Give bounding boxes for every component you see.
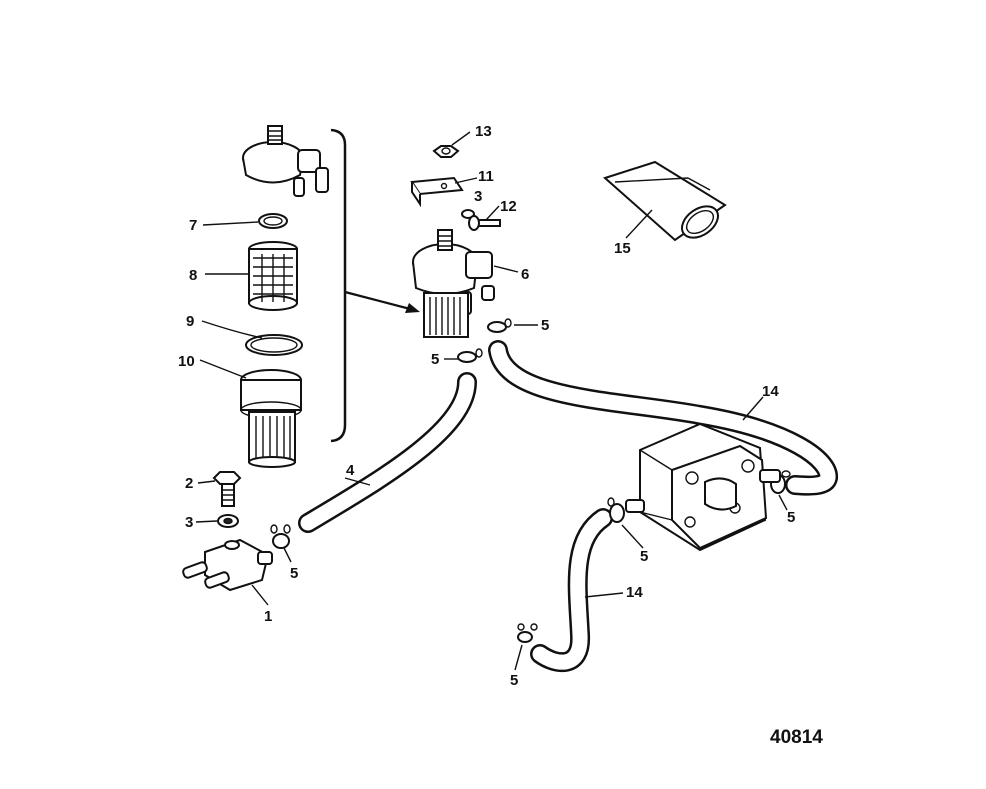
callout-2: 2 [185,475,193,492]
callout-12: 12 [500,198,517,215]
clamp-5-left [270,524,291,549]
clamp-5-center-left [457,348,483,363]
assembly-arrow [344,290,420,313]
callout-5-pump-left: 5 [640,548,648,565]
callout-4: 4 [346,462,355,479]
filter-bowl-10 [240,369,302,468]
callout-5-left: 5 [290,565,298,582]
fuel-pump [625,422,781,552]
sleeve-15 [603,160,727,242]
callout-3-top: 3 [474,188,482,205]
callout-9: 9 [186,313,194,330]
filter-head-exploded [242,125,329,197]
hose-14-lower [530,508,613,673]
callout-7: 7 [189,217,197,234]
filter-element-8 [248,241,298,311]
assembly-bracket [330,128,347,443]
callout-3-left: 3 [185,514,193,531]
clamp-5-pump-left [607,497,625,523]
fitting-1 [182,538,273,592]
screw-12 [468,215,501,231]
callout-6: 6 [521,266,529,283]
hose-4 [298,372,477,533]
callout-1: 1 [264,608,272,625]
callout-13: 13 [475,123,492,140]
callout-8: 8 [189,267,197,284]
callout-14-upper: 14 [762,383,779,400]
callout-10: 10 [178,353,195,370]
callout-5-center-left: 5 [431,351,439,368]
washer-3-top [461,209,475,219]
clamp-5-center-right [487,318,512,333]
bolt-2 [212,471,242,507]
gasket-9 [245,334,303,356]
callout-5-center-right: 5 [541,317,549,334]
washer-3-left [217,514,239,528]
figure-number: 40814 [770,727,823,748]
o-ring-7 [258,213,288,229]
callout-15: 15 [614,240,631,257]
fuel-filter-assembled [412,229,495,338]
leader-lines [195,131,788,671]
hose-14-upper [488,340,838,496]
callout-5-pump-right: 5 [787,509,795,526]
bracket-11 [410,176,464,208]
clamp-5-bottom [517,623,538,643]
nut-13 [432,145,460,158]
callout-14-lower: 14 [626,584,643,601]
callout-11: 11 [478,168,494,185]
callout-5-bottom: 5 [510,672,518,689]
